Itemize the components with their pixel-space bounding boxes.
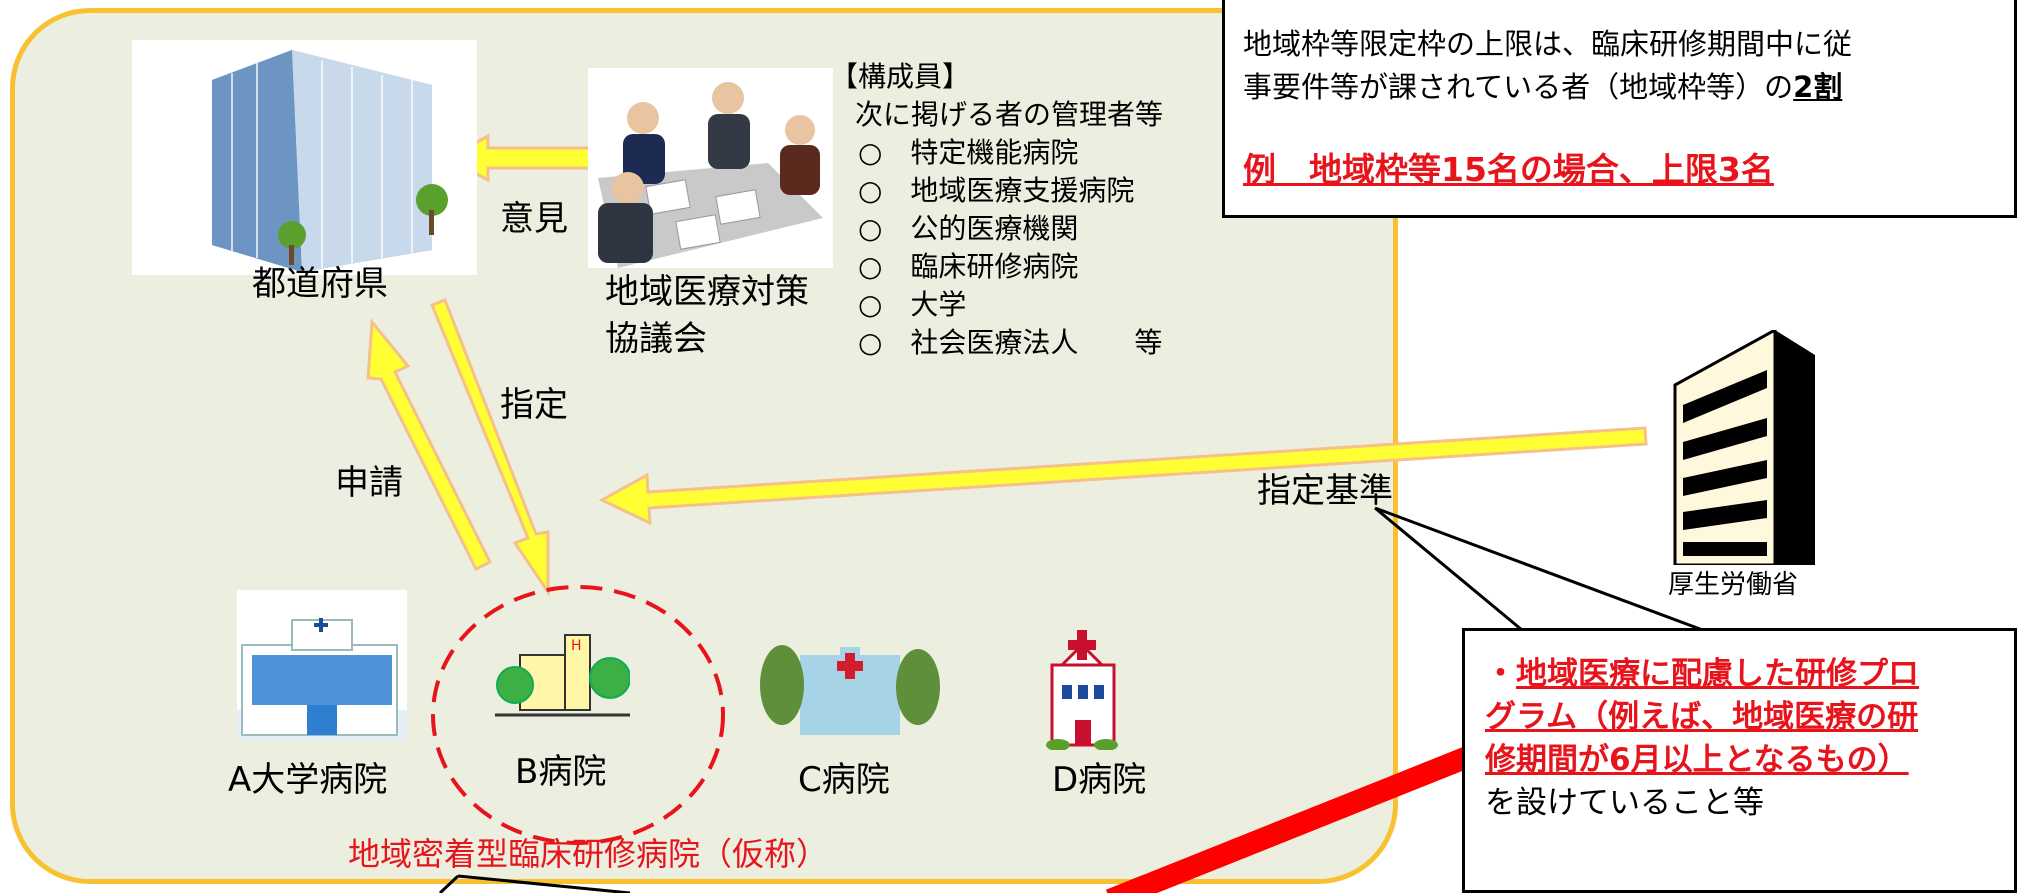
- prefecture-building-icon: [132, 40, 477, 275]
- ministry-label: 厚生労働省: [1668, 570, 1799, 600]
- council-label-line1: 地域医療対策: [605, 272, 809, 312]
- members-item: ○ 社会医療法人 等: [858, 326, 1163, 359]
- hospital-c-label: C病院: [798, 760, 890, 800]
- criteria-line1: ・地域医療に配慮した研修プロ: [1485, 653, 2002, 696]
- quota-line2-emph: 2割: [1793, 70, 1843, 104]
- criteria-line4: を設けていること等: [1485, 785, 1764, 821]
- c-hospital-icon: [760, 645, 940, 740]
- ministry-building-icon: [1665, 330, 1825, 565]
- application-label: 申請: [335, 463, 403, 503]
- callout-line: [1374, 506, 1523, 632]
- members-title: 【構成員】: [830, 60, 971, 93]
- criteria-box: ・地域医療に配慮した研修プロ グラム（例えば、地域医療の研 修期間が6月以上とな…: [1462, 628, 2017, 893]
- criteria-arrow: [598, 426, 1648, 526]
- members-item: ○ 大学: [858, 288, 967, 321]
- criteria-bullet: ・: [1485, 656, 1516, 692]
- quota-example: 例 地域枠等15名の場合、上限3名: [1243, 150, 1774, 189]
- quota-line2-prefix: 事要件等が課されている者（地域枠等）の: [1243, 70, 1794, 104]
- region-callout: [438, 874, 460, 893]
- members-item: ○ 臨床研修病院: [858, 250, 1079, 283]
- a-university-hospital-icon: [237, 590, 407, 740]
- application-arrow: [366, 318, 493, 572]
- council-label-line2: 協議会: [605, 319, 707, 359]
- b-hospital-dashed-circle: [431, 585, 725, 845]
- hospital-b-label: B病院: [515, 752, 607, 792]
- d-hospital-icon: [1040, 630, 1125, 750]
- designation-arrow: [430, 298, 550, 597]
- hospital-a-label: A大学病院: [228, 760, 388, 800]
- callout-line: [1374, 506, 1709, 634]
- members-list: 【構成員】 次に掲げる者の管理者等 ○ 特定機能病院 ○ 地域医療支援病院 ○ …: [830, 58, 1163, 362]
- members-item: ○ 特定機能病院: [858, 136, 1079, 169]
- designation-label: 指定: [500, 385, 568, 425]
- criteria-line3: 修期間が6月以上となるもの）: [1485, 742, 1909, 778]
- members-item: ○ 公的医療機関: [858, 212, 1079, 245]
- svg-text:H: H: [571, 638, 582, 654]
- quota-line2: 事要件等が課されている者（地域枠等）の2割: [1243, 66, 1996, 109]
- quota-line1: 地域枠等限定枠の上限は、臨床研修期間中に従: [1243, 27, 1853, 61]
- hospital-d-label: D病院: [1052, 760, 1147, 800]
- prefecture-label: 都道府県: [252, 264, 388, 304]
- red-pointer: [1105, 743, 1480, 893]
- criteria-line1-text: 地域医療に配慮した研修プロ: [1516, 656, 1919, 692]
- members-intro: 次に掲げる者の管理者等: [855, 98, 1164, 131]
- region-label: 地域密着型臨床研修病院（仮称）: [348, 835, 829, 873]
- opinion-label: 意見: [500, 199, 568, 239]
- quota-info-box: 地域枠等限定枠の上限は、臨床研修期間中に従 事要件等が課されている者（地域枠等）…: [1222, 0, 2017, 218]
- criteria-label: 指定基準: [1257, 471, 1393, 511]
- b-hospital-icon: H: [495, 630, 630, 730]
- criteria-line2: グラム（例えば、地域医療の研: [1485, 699, 1919, 735]
- council-meeting-icon: [588, 68, 833, 268]
- region-callout: [457, 874, 631, 893]
- members-item: ○ 地域医療支援病院: [858, 174, 1135, 207]
